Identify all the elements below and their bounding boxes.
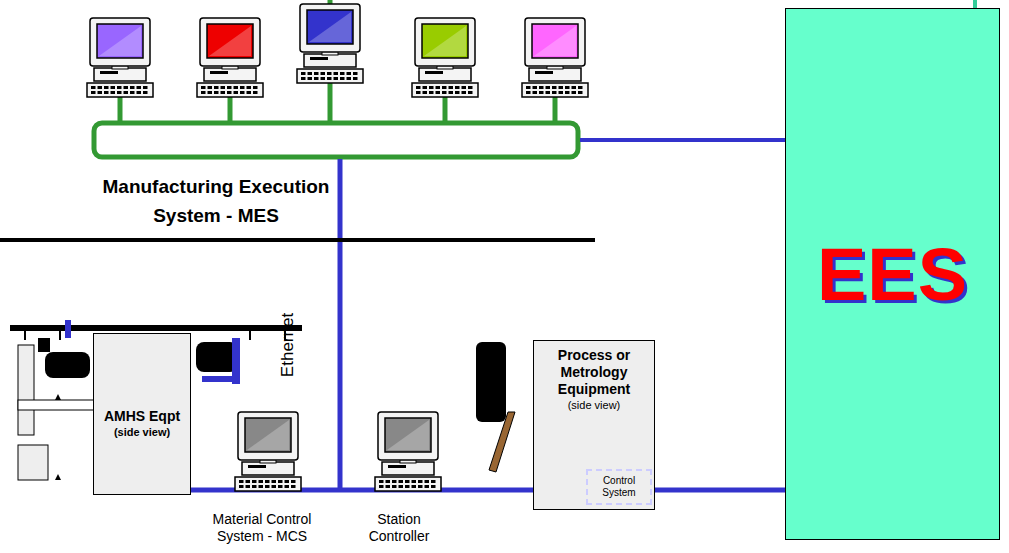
separator-line bbox=[0, 238, 595, 242]
computer-icon bbox=[87, 18, 153, 97]
network-label: Ethernet bbox=[278, 305, 298, 385]
process-equipment-parts bbox=[476, 342, 540, 472]
node-title: Process or Metrology Equipment bbox=[537, 347, 651, 398]
node-title: AMHS Eqpt bbox=[94, 408, 190, 425]
node-title: EES bbox=[817, 232, 968, 317]
control-system-box: Control System bbox=[586, 469, 652, 505]
network-line bbox=[580, 138, 786, 142]
node-subtitle: (side view) bbox=[94, 425, 190, 439]
computer-icon bbox=[412, 18, 478, 97]
amhs-equipment: AMHS Eqpt(side view) bbox=[93, 333, 191, 495]
computer-icon bbox=[235, 412, 301, 491]
network-line bbox=[443, 97, 448, 123]
ees-box: EES bbox=[785, 8, 1000, 540]
process-equipment: Process or Metrology Equipment(side view… bbox=[533, 340, 655, 510]
ethernet-connector bbox=[655, 488, 785, 493]
computer-icon bbox=[522, 18, 588, 97]
node-title: Control System bbox=[588, 475, 650, 499]
mes-bus bbox=[94, 123, 578, 157]
node-subtitle: (side view) bbox=[537, 398, 651, 412]
network-line bbox=[328, 83, 333, 123]
system-title: Manufacturing Execution System - MES bbox=[82, 172, 350, 230]
network-line bbox=[228, 97, 233, 123]
ethernet-line bbox=[338, 159, 343, 490]
amhs-rail bbox=[10, 325, 302, 331]
computer-caption: Material Control System - MCS bbox=[196, 511, 328, 545]
computer-icon bbox=[375, 412, 441, 491]
computer-icon bbox=[197, 18, 263, 97]
network-line bbox=[118, 97, 123, 123]
computer-icon bbox=[297, 4, 363, 83]
computer-caption: Station Controller bbox=[356, 511, 442, 545]
network-line bbox=[553, 97, 558, 123]
